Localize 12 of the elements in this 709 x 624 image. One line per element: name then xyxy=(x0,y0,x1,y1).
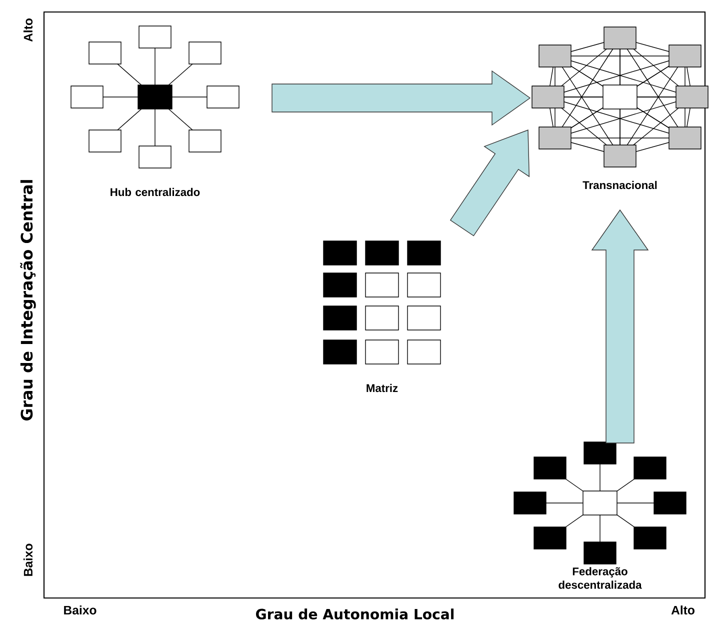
block-arrow xyxy=(272,70,531,126)
block-arrow xyxy=(591,209,649,444)
axis-label: Baixo xyxy=(64,605,96,615)
axis-label: Alto xyxy=(671,605,694,615)
axis-label: Grau de Autonomia Local xyxy=(256,608,454,620)
node-label: Federação descentralizada xyxy=(558,567,642,589)
axis-label: Baixo xyxy=(24,544,33,576)
node-label: Hub centralizado xyxy=(110,188,200,196)
node-label: Matriz xyxy=(366,384,398,392)
axis-label: Alto xyxy=(24,18,33,42)
node-label: Transnacional xyxy=(582,180,657,190)
axis-label: Grau de Integração Central xyxy=(20,180,36,420)
